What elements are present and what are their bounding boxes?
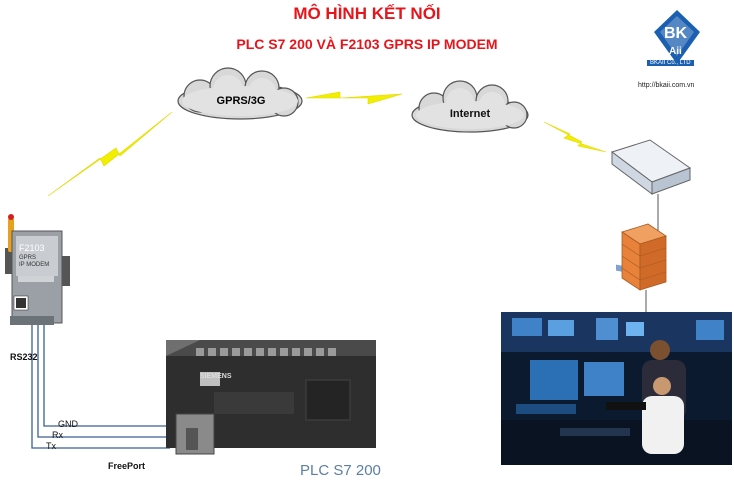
modem-device bbox=[5, 214, 70, 325]
plc-device bbox=[166, 340, 376, 455]
freeport-label: FreePort bbox=[108, 461, 146, 471]
gprs-cloud-label: GPRS/3G bbox=[217, 95, 266, 107]
modem-model: F2103 bbox=[19, 243, 45, 253]
modem-line1: GPRS bbox=[19, 255, 37, 261]
logo-bk-text: BK bbox=[664, 25, 688, 42]
modem-line2: IP MODEM bbox=[19, 262, 50, 268]
rs232-label: RS232 bbox=[10, 352, 38, 362]
logo-url: http://bkaii.com.vn bbox=[638, 82, 695, 89]
control-room-photo bbox=[501, 312, 732, 465]
tx-wire bbox=[31, 325, 170, 449]
page-title: MÔ HÌNH KẾT NỐI bbox=[293, 4, 441, 23]
gnd-label: GND bbox=[58, 419, 78, 429]
rx-label: Rx bbox=[52, 430, 63, 440]
page-subtitle: PLC S7 200 VÀ F2103 GPRS IP MODEM bbox=[236, 36, 498, 52]
rx-wire bbox=[37, 325, 170, 438]
logo-company-name: BKAII Co., LTD bbox=[647, 60, 694, 66]
gprs-cloud-icon bbox=[177, 67, 303, 120]
lightning-icon bbox=[305, 91, 403, 105]
lightning-icon bbox=[543, 121, 607, 153]
plc-brand: SIEMENS bbox=[200, 373, 232, 380]
serial-wires bbox=[31, 325, 170, 449]
internet-cloud-icon bbox=[411, 80, 529, 133]
gnd-wire bbox=[43, 325, 170, 427]
lightning-icon bbox=[47, 111, 173, 197]
router-icon bbox=[610, 139, 692, 275]
logo-mark-icon: BK Aii bbox=[654, 10, 700, 64]
company-logo: BK Aii BKAII Co., LTD http://bkaii.com.v… bbox=[638, 8, 712, 90]
logo-aii-text: Aii bbox=[669, 46, 682, 57]
tx-label: Tx bbox=[46, 441, 56, 451]
internet-cloud-label: Internet bbox=[450, 108, 491, 120]
firewall-icon bbox=[621, 223, 667, 291]
plc-caption: PLC S7 200 bbox=[300, 462, 381, 479]
